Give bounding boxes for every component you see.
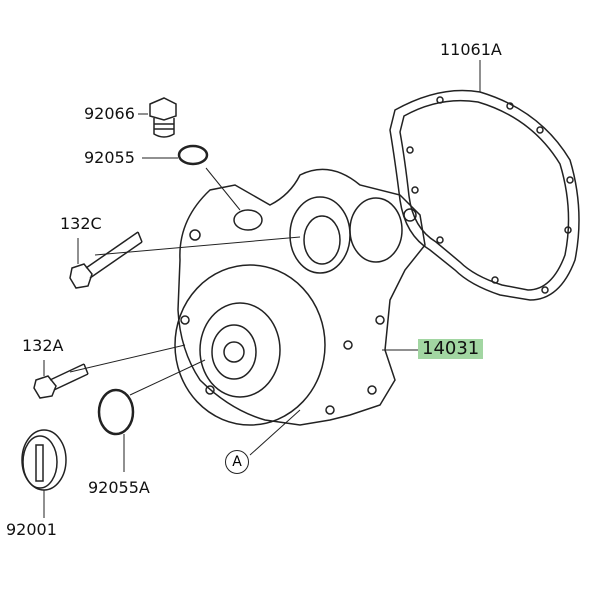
- oring-92055A: [97, 388, 135, 436]
- label-bolt-a: 132A: [22, 336, 64, 355]
- gasket-11061A: [389, 89, 580, 301]
- leader-lines: [43, 60, 481, 518]
- label-oring-large: 92055A: [88, 478, 150, 497]
- bolt-132C: [69, 231, 143, 289]
- label-oring-small: 92055: [84, 148, 135, 167]
- plug-92066: [149, 97, 177, 138]
- label-bolt-c: 132C: [60, 214, 102, 233]
- label-plug: 92066: [84, 104, 135, 123]
- label-cover-highlighted[interactable]: 14031: [418, 339, 484, 359]
- cap-92001: [21, 429, 67, 491]
- label-gasket: 11061A: [440, 40, 502, 59]
- cover-14031: [174, 168, 426, 426]
- oring-92055: [177, 144, 209, 166]
- reference-a-marker: A: [225, 450, 249, 474]
- bolt-132A: [33, 363, 89, 399]
- label-cap: 92001: [6, 520, 57, 539]
